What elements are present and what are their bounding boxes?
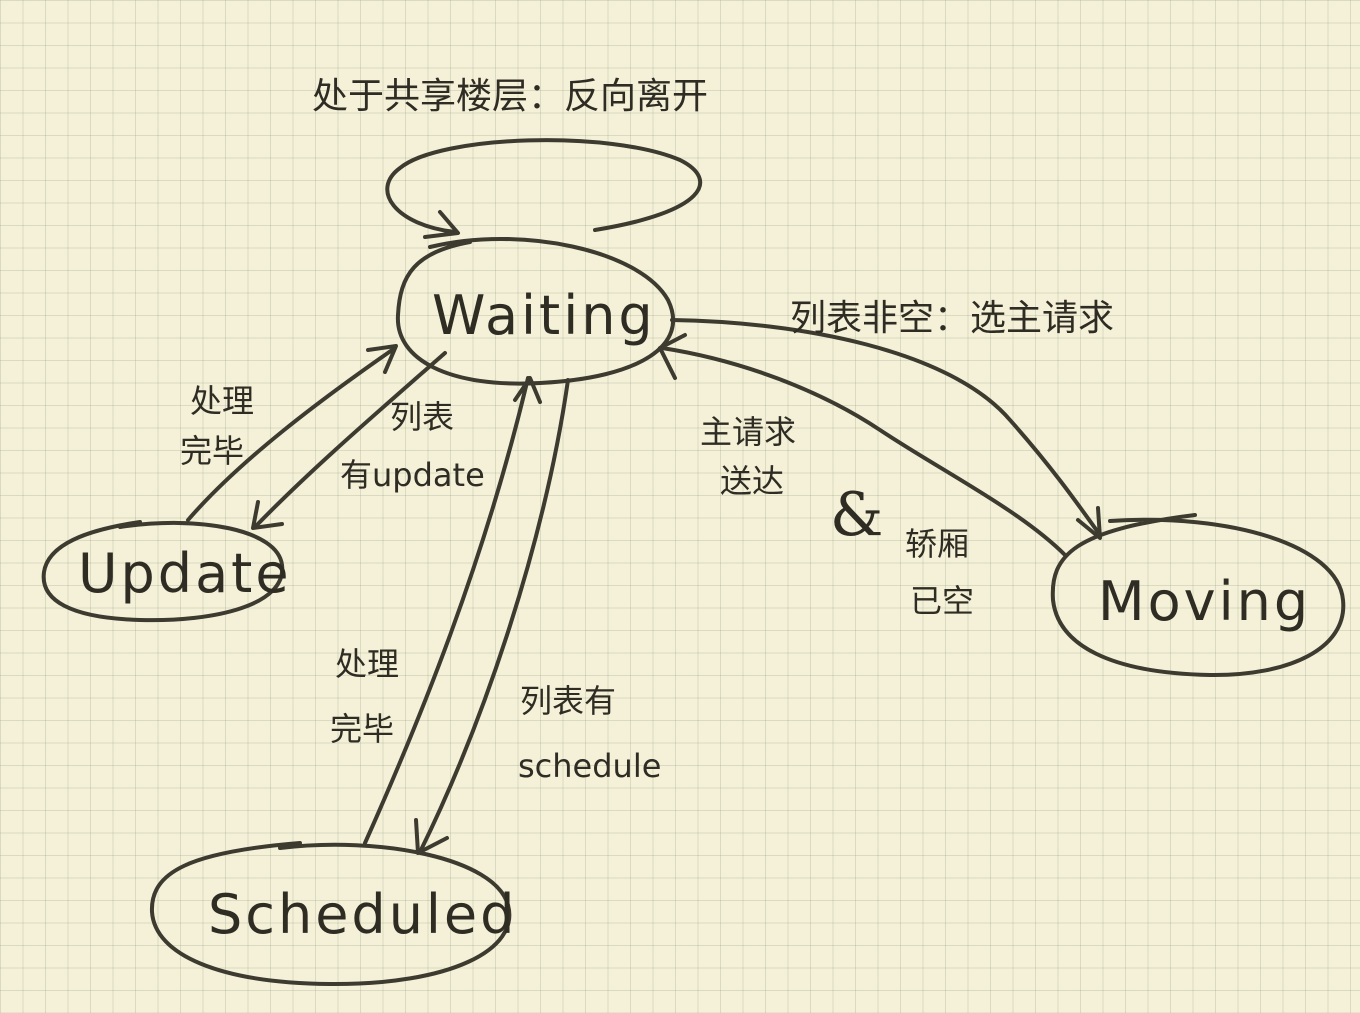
label-to-update-1: 列表 [390,398,454,436]
label-update-done-1: 处理 [190,382,254,420]
label-moving-return-3: 轿厢 [905,525,969,563]
state-update: Update [41,520,292,623]
state-waiting-label: Waiting [432,284,656,347]
label-moving-return-2: 送达 [720,462,784,500]
label-moving-return-amp: & [830,480,883,550]
label-moving-return-4: 已空 [910,582,974,620]
transition-update-to-waiting: 处理 完毕 [180,344,398,522]
label-to-scheduled-2: schedule [518,747,661,785]
label-to-update-2: 有update [340,456,485,494]
state-waiting: Waiting [395,236,676,386]
label-update-done-2: 完毕 [180,432,244,470]
state-moving: Moving [1050,513,1346,678]
transition-moving-to-waiting: 主请求 送达 & 轿厢 已空 [658,333,1067,620]
state-moving-label: Moving [1098,570,1311,633]
label-scheduled-done-1: 处理 [335,645,399,683]
label-self-loop: 处于共享楼层：反向离开 [312,76,708,117]
transition-waiting-to-scheduled: 列表有 schedule [414,378,661,855]
label-to-moving: 列表非空：选主请求 [790,298,1114,339]
label-to-scheduled-1: 列表有 [520,682,616,720]
transition-scheduled-to-waiting: 处理 完毕 [330,376,542,845]
transition-waiting-to-update: 列表 有update [251,351,485,530]
label-scheduled-done-2: 完毕 [330,710,394,748]
state-update-label: Update [78,542,292,605]
state-scheduled-label: Scheduled [208,883,517,946]
label-moving-return-1: 主请求 [700,413,796,451]
state-scheduled: Scheduled [149,841,517,987]
transition-self-loop: 处于共享楼层：反向离开 [312,76,708,239]
transition-waiting-to-moving: 列表非空：选主请求 [670,298,1114,540]
